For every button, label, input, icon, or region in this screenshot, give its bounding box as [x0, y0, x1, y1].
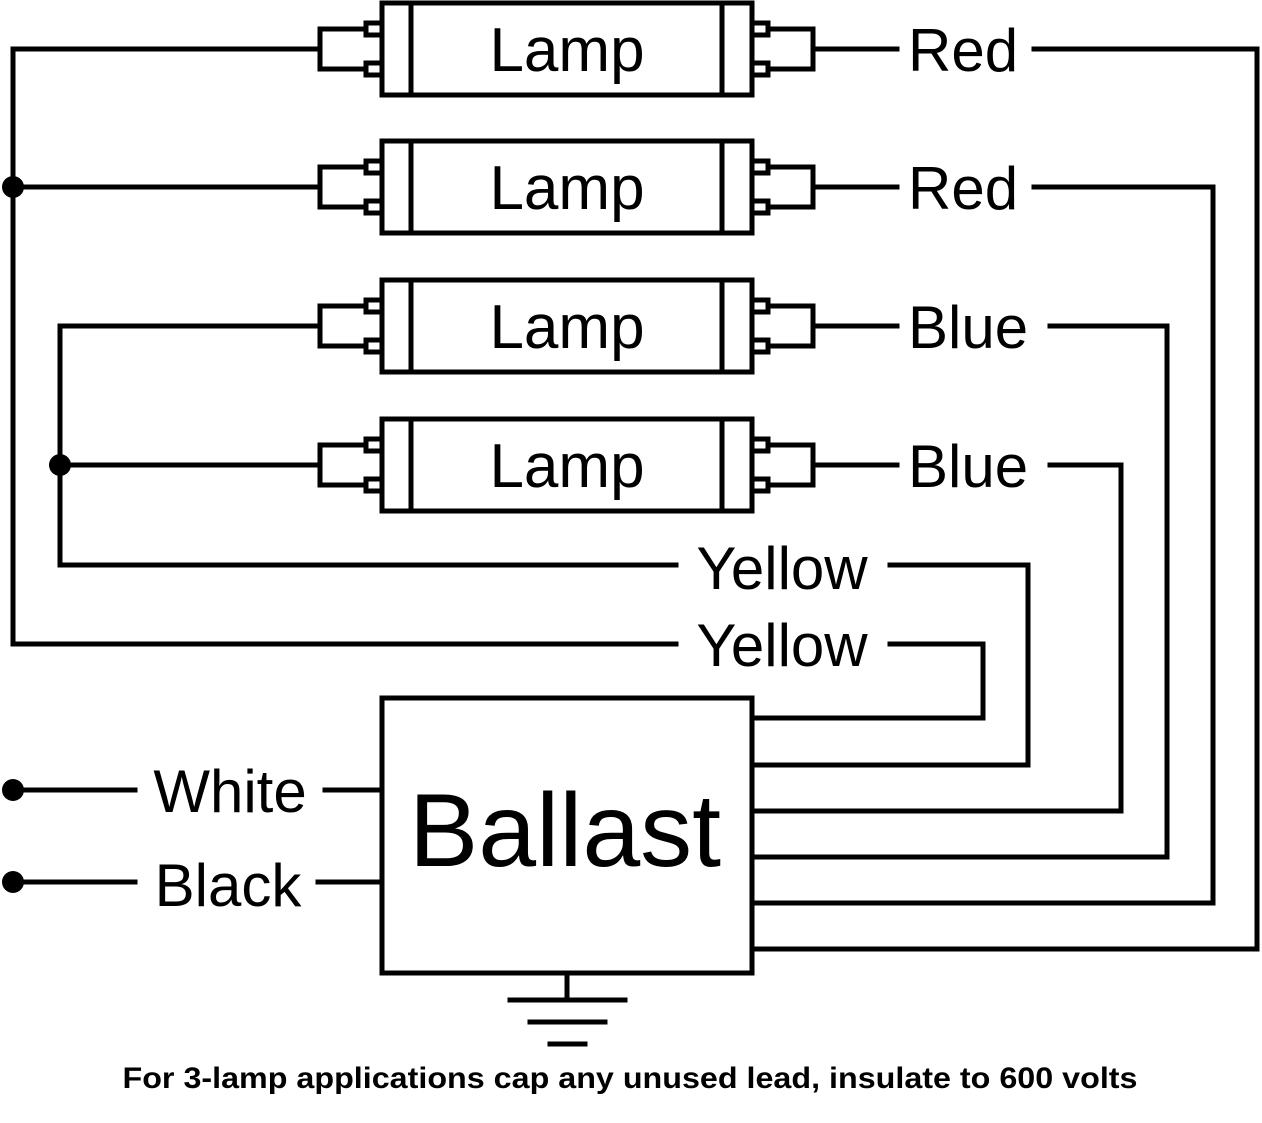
yellow-wire-2-right	[750, 641, 986, 721]
lamp-label: Lamp	[489, 293, 644, 362]
lamp-2: Lamp Red	[317, 138, 1018, 236]
lamp-tube	[379, 0, 755, 98]
yellow-label-2: Yellow	[696, 612, 868, 679]
lamp-label: Lamp	[489, 432, 644, 501]
red-wire-2	[750, 184, 1216, 906]
black-label: Black	[155, 852, 303, 919]
junction-dot-inner	[49, 454, 71, 476]
yellow-return-wire-outer	[10, 46, 679, 647]
ballast-label: Ballast	[409, 773, 721, 889]
wire-color-label: Blue	[908, 294, 1028, 361]
lamp-4: Lamp Blue	[317, 416, 1028, 514]
wire-color-label: Blue	[908, 433, 1028, 500]
lamp-label: Lamp	[489, 154, 644, 223]
red-wire-1	[750, 46, 1260, 952]
blue-wire-2	[750, 462, 1124, 814]
lamp-label: Lamp	[489, 16, 644, 85]
ballast-box	[379, 695, 755, 976]
lamp-3: Lamp Blue	[317, 277, 1028, 375]
lamp-tube	[379, 416, 755, 514]
lamp-1: Lamp Red	[317, 0, 1018, 98]
blue-wire-1	[750, 323, 1170, 860]
black-supply-wire	[2, 871, 385, 893]
white-terminal-dot	[2, 779, 24, 801]
wire-color-label: Red	[908, 17, 1018, 84]
white-supply-wire	[2, 779, 385, 801]
footnote: For 3-lamp applications cap any unused l…	[123, 1062, 1138, 1095]
junction-dot-outer	[2, 176, 24, 198]
lamp-tube	[379, 138, 755, 236]
yellow-return-wire-inner	[57, 323, 679, 568]
yellow-label-1: Yellow	[696, 535, 868, 602]
ground-icon	[507, 970, 628, 1047]
yellow-wire-1-right	[750, 562, 1031, 768]
black-terminal-dot	[2, 871, 24, 893]
wire-color-label: Red	[908, 155, 1018, 222]
lamp-tube	[379, 277, 755, 375]
white-label: White	[153, 758, 306, 825]
